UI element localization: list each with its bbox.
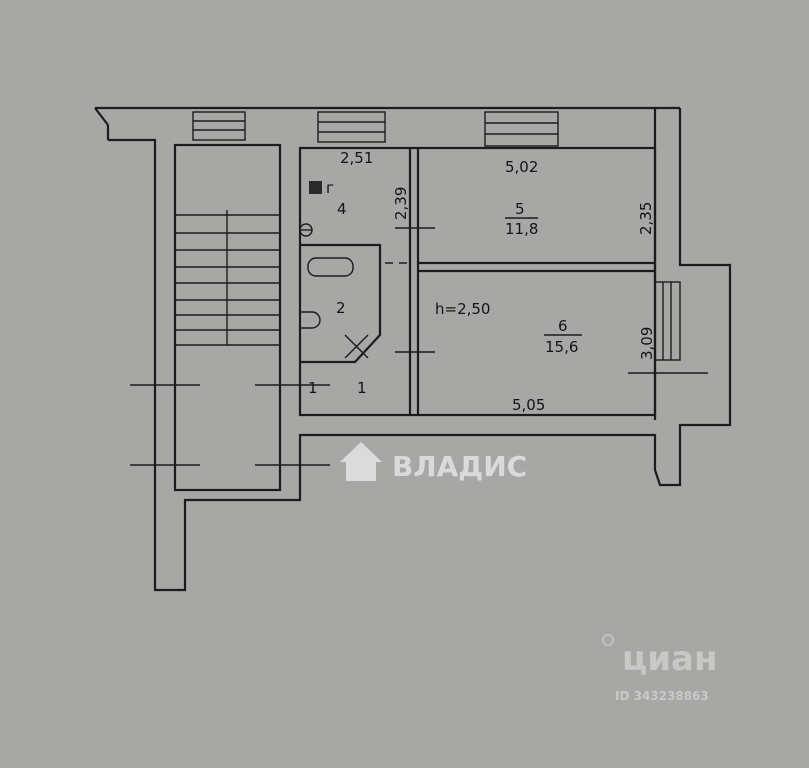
cian-id-text: ID 343238863 <box>615 689 709 703</box>
dim-room5-depth: 2,35 <box>637 202 655 235</box>
dim-room6-width: 5,05 <box>512 396 545 414</box>
cian-watermark: циан ID 343238863 <box>602 634 717 703</box>
room-6-number: 6 <box>558 317 568 335</box>
windows <box>192 111 681 361</box>
room-4-number: 4 <box>337 200 347 218</box>
dim-room6-depth: 3,09 <box>638 327 656 360</box>
dim-room5-width: 5,02 <box>505 158 538 176</box>
stove-mark: г <box>326 179 334 197</box>
interior-walls <box>298 146 708 417</box>
outer-walls <box>94 106 732 592</box>
dim-kitchen-depth: 2,39 <box>392 187 410 220</box>
vladis-logo-text: ВЛАДИС <box>392 450 527 483</box>
stove-icon <box>309 181 322 194</box>
stair-room-number: 1 <box>308 379 318 397</box>
room-5-number: 5 <box>515 200 525 218</box>
room-2-number: 2 <box>336 299 346 317</box>
room-1-number: 1 <box>357 379 367 397</box>
vladis-watermark: ВЛАДИС <box>340 442 527 483</box>
dim-kitchen-width: 2,51 <box>340 149 373 167</box>
cian-logo-text: циан <box>622 639 717 679</box>
stairwell <box>130 143 330 492</box>
ceiling-height: h=2,50 <box>435 300 490 318</box>
room-5-area: 11,8 <box>505 220 538 238</box>
room-6-area: 15,6 <box>545 338 578 356</box>
